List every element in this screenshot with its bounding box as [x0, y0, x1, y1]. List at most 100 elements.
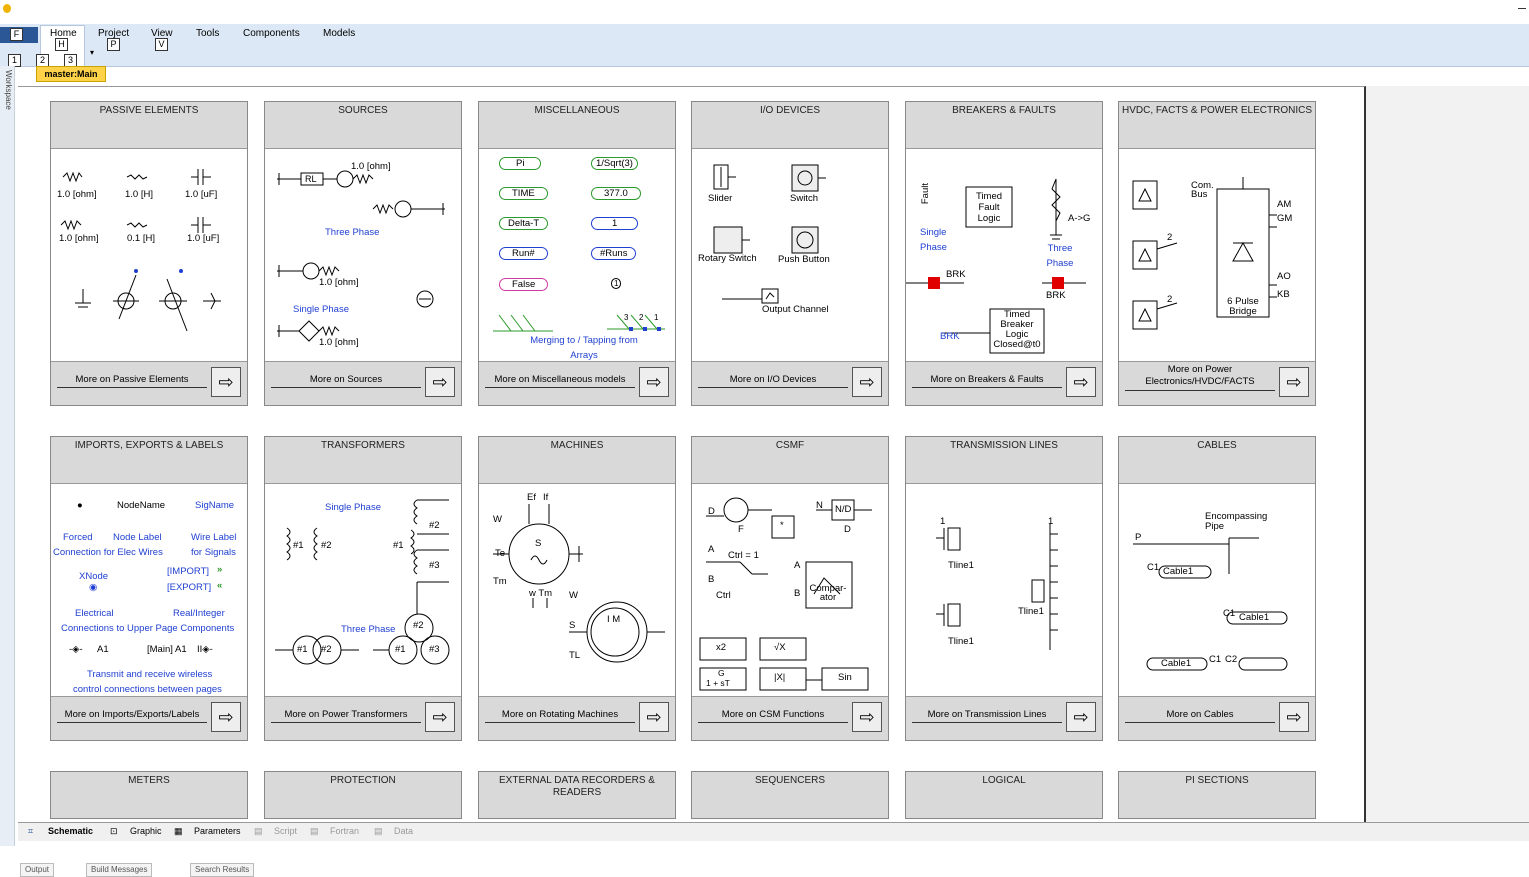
arrow-right-icon[interactable]: ⇨ [852, 702, 882, 732]
sources-icon [277, 170, 445, 342]
lag-label: 1 + sT [706, 678, 730, 688]
tab-parameters[interactable]: Parameters [194, 826, 241, 836]
search-results-button[interactable]: Search Results [190, 863, 255, 877]
te-label: Te [495, 548, 506, 559]
quick-access-dropdown-icon[interactable]: ▾ [90, 48, 95, 57]
merge-label: Merging to / Tapping from Arrays [530, 335, 638, 361]
workspace-label[interactable]: Workspace [4, 70, 13, 110]
winding-2a: #2 [321, 540, 332, 551]
connection-elec-label: Connection for Elec Wires [53, 547, 163, 558]
card-title: METERS [128, 775, 170, 786]
arrow-right-icon[interactable]: ⇨ [425, 367, 455, 397]
card-content: 1.0 [ohm] 1.0 [H] 1.0 [uF] 1.0 [ohm] 0.1… [51, 148, 247, 362]
tab-schematic[interactable]: Schematic [48, 826, 94, 836]
tab-components[interactable]: Components [243, 28, 300, 39]
card-sequencers: SEQUENCERS [691, 771, 889, 819]
csm-mult-label: * [780, 520, 784, 531]
more-transformers-link[interactable]: More on Power Transformers [271, 709, 421, 723]
six-pulse-bridge-label: 6 Pulse Bridge [1227, 296, 1259, 317]
merge-num-1: 1 [654, 313, 659, 322]
tm-label: Tm [493, 576, 507, 587]
arrow-right-icon[interactable]: ⇨ [852, 367, 882, 397]
arrow-right-icon[interactable]: ⇨ [1066, 702, 1096, 732]
misc-tag-one: 1 [591, 217, 639, 230]
arrow-right-icon[interactable]: ⇨ [1279, 702, 1309, 732]
minimize-icon[interactable] [1518, 8, 1526, 9]
arrow-right-icon[interactable]: ⇨ [639, 702, 669, 732]
more-sources-link[interactable]: More on Sources [271, 374, 421, 388]
tab-fortran[interactable]: Fortran [330, 826, 360, 836]
csm-f-label: F [738, 524, 744, 535]
source2-rating-label: 1.0 [ohm] [319, 277, 359, 288]
more-hvdc-link[interactable]: More on Power Electronics/HVDC/FACTS [1125, 364, 1275, 391]
w2-label: W [569, 590, 578, 601]
file-menu-button[interactable]: F [0, 27, 38, 43]
card-content: D F * N N/D D A Ctrl = 1 B Ctrl A B Comp… [692, 483, 888, 697]
tline1-label-a: Tline1 [948, 560, 974, 571]
output-button[interactable]: Output [20, 863, 55, 877]
csm-b-label: B [708, 574, 715, 585]
tab-home[interactable]: Home [50, 28, 77, 39]
csm-d2-label: D [844, 524, 851, 535]
more-passive-link[interactable]: More on Passive Elements [57, 374, 207, 388]
slider-label: Slider [708, 193, 733, 204]
capacitor2-label: 1.0 [uF] [187, 233, 220, 244]
arrow-right-icon[interactable]: ⇨ [211, 702, 241, 732]
winding-3d: #3 [429, 644, 440, 655]
misc-tag-false: False [499, 278, 549, 291]
node-label-label: Node Label [113, 532, 162, 543]
document-tab-master-main[interactable]: master:Main [36, 66, 106, 82]
graphic-tab-icon: ⊡ [110, 826, 118, 836]
more-imports-link[interactable]: More on Imports/Exports/Labels [57, 709, 207, 723]
workspace-side-strip[interactable] [0, 66, 15, 846]
more-csmf-link[interactable]: More on CSM Functions [698, 709, 848, 723]
tline1-label-b: Tline1 [948, 636, 974, 647]
cable1b-label: Cable1 [1239, 612, 1270, 623]
more-tlines-link[interactable]: More on Transmission Lines [912, 709, 1062, 723]
winding-1d: #1 [395, 644, 406, 655]
tl-label: TL [569, 650, 581, 661]
transmit-label: Transmit and receive wireless [87, 669, 213, 680]
more-breakers-link[interactable]: More on Breakers & Faults [912, 374, 1062, 388]
tab-models[interactable]: Models [323, 28, 356, 39]
card-cables: CABLES Encompassing Pipe P C1 Cable1 C1 … [1118, 436, 1316, 741]
xnode-label: XNode [79, 571, 109, 582]
script-tab-icon: ▤ [254, 826, 263, 836]
card-title: SOURCES [338, 105, 388, 116]
quick-keytip-3[interactable]: 3 [64, 54, 77, 67]
more-machines-link[interactable]: More on Rotating Machines [485, 709, 635, 723]
card-title: TRANSMISSION LINES [950, 440, 1058, 451]
quick-keytip-1[interactable]: 1 [8, 54, 21, 67]
card-content: Encompassing Pipe P C1 Cable1 C1 Cable1 … [1119, 483, 1315, 697]
ef-label: Ef [527, 492, 536, 503]
more-cables-link[interactable]: More on Cables [1125, 709, 1275, 723]
tline-node-1a: 1 [940, 516, 946, 527]
export-label: [EXPORT] [167, 582, 212, 593]
tab-script[interactable]: Script [274, 826, 298, 836]
card-content: RL 1.0 [ohm] Three Phase 1.0 [ohm] Singl… [265, 148, 461, 362]
schematic-canvas[interactable]: PASSIVE ELEMENTS 1.0 [ohm] 1.0 [ [18, 86, 1366, 823]
tab-data[interactable]: Data [394, 826, 414, 836]
card-content: Com. Bus AM GM 2 AO KB 2 6 Pulse Bridge [1119, 148, 1315, 362]
tab-project[interactable]: Project [98, 28, 130, 39]
more-io-link[interactable]: More on I/O Devices [698, 374, 848, 388]
tab-graphic[interactable]: Graphic [130, 826, 162, 836]
arrow-right-icon[interactable]: ⇨ [1279, 367, 1309, 397]
build-messages-button[interactable]: Build Messages [86, 863, 153, 877]
more-misc-link[interactable]: More on Miscellaneous models [485, 374, 635, 388]
csm-nd-label: N/D [835, 504, 852, 515]
csm-a-label: A [708, 544, 715, 555]
cable-c1c-label: C1 [1209, 654, 1222, 665]
csm-n-label: N [816, 500, 823, 511]
arrow-right-icon[interactable]: ⇨ [1066, 367, 1096, 397]
two-label-a: 2 [1167, 232, 1173, 243]
arrow-right-icon[interactable]: ⇨ [211, 367, 241, 397]
resistor2-label: 1.0 [ohm] [59, 233, 99, 244]
tab-tools[interactable]: Tools [196, 28, 220, 39]
tab-view[interactable]: View [151, 28, 173, 39]
w-tm-label: w Tm [529, 588, 553, 599]
arrow-right-icon[interactable]: ⇨ [639, 367, 669, 397]
arrow-right-icon[interactable]: ⇨ [425, 702, 455, 732]
card-breakers-faults: BREAKERS & FAULTS Fault Timed Fault Logi… [905, 101, 1103, 406]
import-arrow-icon: » [217, 564, 223, 575]
